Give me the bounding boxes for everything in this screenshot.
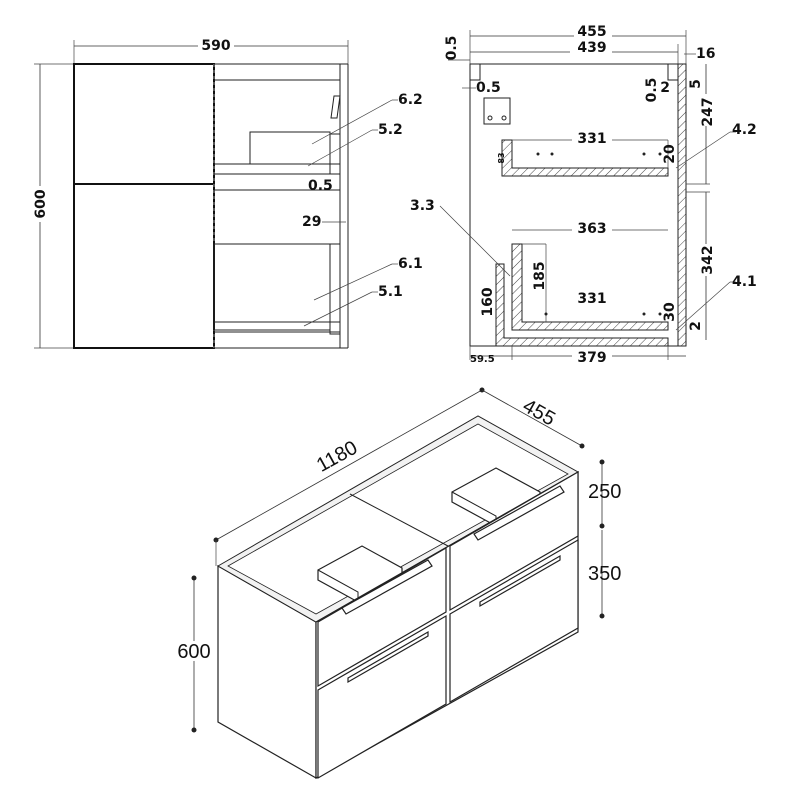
rear-panel [677,63,687,347]
side-width-label: 590 [201,38,230,54]
front-panel [73,63,215,349]
lower-160-label: 160 [480,287,496,316]
iso-drawer-top-label: 250 [588,481,621,503]
upper-247-label: 247 [700,97,716,126]
callout-6-2: 6.2 [398,92,423,108]
rear-05-label: 0.5 [644,78,660,103]
iso-width-label: 1180 [313,437,361,477]
side-83-label: 83 [497,152,506,163]
lower-185-label: 185 [532,261,548,290]
iso-handle-top-left [341,559,433,615]
iso-width-dim-line [215,389,483,541]
bottom-2-label: 2 [688,321,704,331]
callout-29: 29 [302,214,321,230]
iso-drawer-front-top-left [317,546,447,688]
side-height-label: 600 [33,189,49,218]
outer-depth-label: 455 [577,24,606,40]
callout-5-1: 5.1 [378,284,403,300]
iso-depth-dim-line [481,389,583,447]
upper-width-label: 331 [577,131,606,147]
bottom-379-label: 379 [577,350,606,366]
lower-342-label: 342 [700,245,716,274]
rear-2-label: 2 [660,80,670,96]
upper-slide-runner [329,133,341,175]
hinge-icon [330,95,341,119]
callout-6-1: 6.1 [398,256,423,272]
side-view: 590 600 6.2 5.2 [30,36,423,349]
callout-0-5: 0.5 [308,178,333,194]
lower-331-label: 331 [577,291,606,307]
callout-4-2: 4.2 [732,122,757,138]
top-offset-label: 0.5 [444,36,460,61]
lower-363-label: 363 [577,221,606,237]
pipe-cutout [483,97,511,125]
lower-slide-runner [329,243,341,335]
callout-3-3: 3.3 [410,198,435,214]
callout-4-1: 4.1 [732,274,757,290]
bottom-59-5-label: 59.5 [470,354,495,365]
upper-20-label: 20 [662,144,678,164]
iso-drawer-front-bottom-right [449,538,579,704]
iso-handle-top-right [473,485,565,541]
lower-30-label: 30 [662,302,678,322]
iso-drawer-bottom-label: 350 [588,563,621,585]
iso-view: 1180 455 600 250 350 [174,387,621,780]
iso-height-label: 600 [177,641,210,663]
iso-drawer-front-bottom-left [317,614,447,780]
cabinet-base-section [495,263,669,347]
rear-5-label: 5 [688,79,704,89]
inner-depth-label: 439 [577,40,606,56]
section-view: 455 439 0.5 16 0.5 0.5 2 5 331 83 [410,24,757,366]
panel-16-label: 16 [696,46,715,62]
iso-handle-bottom-right [479,554,561,608]
iso-handle-bottom-left [347,630,429,684]
iso-depth-label: 455 [519,395,559,430]
iso-drawer-front-top-right [449,470,579,612]
inner-05-label: 0.5 [476,80,501,96]
callout-5-2: 5.2 [378,122,403,138]
